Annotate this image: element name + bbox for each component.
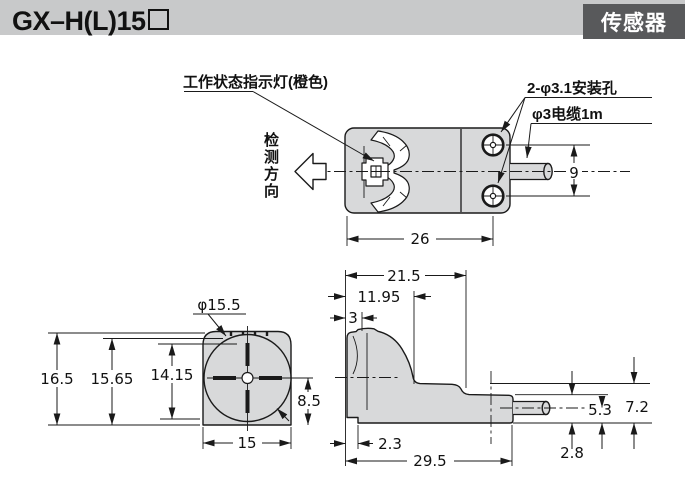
dim-text-hole-pitch: 9 <box>569 164 579 182</box>
front-view-drawing: φ15.5 16.5 15.65 <box>35 296 324 452</box>
lens-crosshair-bars <box>213 343 282 413</box>
dim-text-side-notch: 2.3 <box>378 435 402 453</box>
dim-side-cable-height: 5.3 <box>568 371 612 449</box>
dim-front-h2: 15.65 <box>85 338 139 425</box>
sensor-body-side <box>346 327 514 424</box>
dim-text-top-length: 26 <box>410 230 429 248</box>
dim-side-mid: 11.95 <box>328 288 431 306</box>
dim-text-front-total-height: 16.5 <box>40 370 73 388</box>
dim-side-axis-height: 2.8 <box>560 396 606 462</box>
indicator-label: 工作状态指示灯(橙色) <box>183 74 328 91</box>
front-view-extension-lines <box>48 332 292 449</box>
detection-direction-arrow <box>294 152 327 191</box>
cable-body <box>510 163 548 180</box>
dim-front-center-to-bottom: 8.5 <box>293 378 324 425</box>
dim-text-front-h2: 15.65 <box>91 370 134 388</box>
dim-text-lens-diameter: φ15.5 <box>197 296 240 314</box>
dim-side-length: 29.5 <box>345 452 512 470</box>
dim-text-side-top: 21.5 <box>387 267 420 285</box>
cable-label: φ3电缆1m <box>532 106 603 123</box>
indicator-window-ticks <box>229 331 269 336</box>
top-view-drawing: 9 26 <box>184 91 652 248</box>
side-view-drawing: 21.5 11.95 3 2.3 <box>328 267 652 470</box>
category-tag: 传感器 <box>583 4 685 39</box>
cable-label-leader <box>524 123 652 159</box>
header-bar <box>0 0 685 35</box>
dim-front-h3: 14.15 <box>145 344 199 419</box>
molded-clamp-shape <box>370 130 410 213</box>
dim-text-side-cable-height: 5.3 <box>588 401 612 419</box>
dim-text-front-h3: 14.15 <box>151 366 194 384</box>
dim-text-front-center-to-bottom: 8.5 <box>297 392 321 410</box>
dim-text-side-step-height: 7.2 <box>625 398 649 416</box>
dim-hole-pitch: 9 <box>506 144 590 197</box>
dim-side-small: 3 <box>330 309 377 327</box>
mounting-hole-top <box>481 133 505 157</box>
dim-text-side-mid: 11.95 <box>358 288 401 306</box>
dim-text-side-length: 29.5 <box>413 452 446 470</box>
mounting-holes-label-leader <box>497 97 652 184</box>
lens-center-mark <box>241 371 254 385</box>
lens-diameter-callout: φ15.5 <box>193 296 290 422</box>
detection-direction-label: 检测方向 <box>262 132 279 200</box>
dim-text-side-axis-height: 2.8 <box>560 444 584 462</box>
clamp-facet-lines <box>382 136 408 207</box>
model-suffix-box <box>147 9 169 30</box>
dim-text-front-width: 15 <box>237 434 256 452</box>
mounting-hole-bottom <box>481 184 505 208</box>
dim-side-step-height: 7.2 <box>625 357 649 449</box>
dim-text-side-small: 3 <box>348 309 358 327</box>
cable-edges <box>510 162 548 181</box>
dim-front-total-height: 16.5 <box>35 333 79 425</box>
mounting-holes-label: 2-φ3.1安装孔 <box>527 80 617 97</box>
dim-side-notch: 2.3 <box>330 435 402 453</box>
cable-edges-side <box>513 400 546 416</box>
indicator-label-leader <box>184 91 375 162</box>
dim-front-width: 15 <box>203 434 291 452</box>
page-title: GX–H(L)15 <box>12 6 169 37</box>
lens-profile-curve <box>352 335 358 375</box>
model-number: GX–H(L)15 <box>12 6 146 36</box>
dim-top-length: 26 <box>346 216 494 248</box>
dim-side-top: 21.5 <box>345 267 466 285</box>
